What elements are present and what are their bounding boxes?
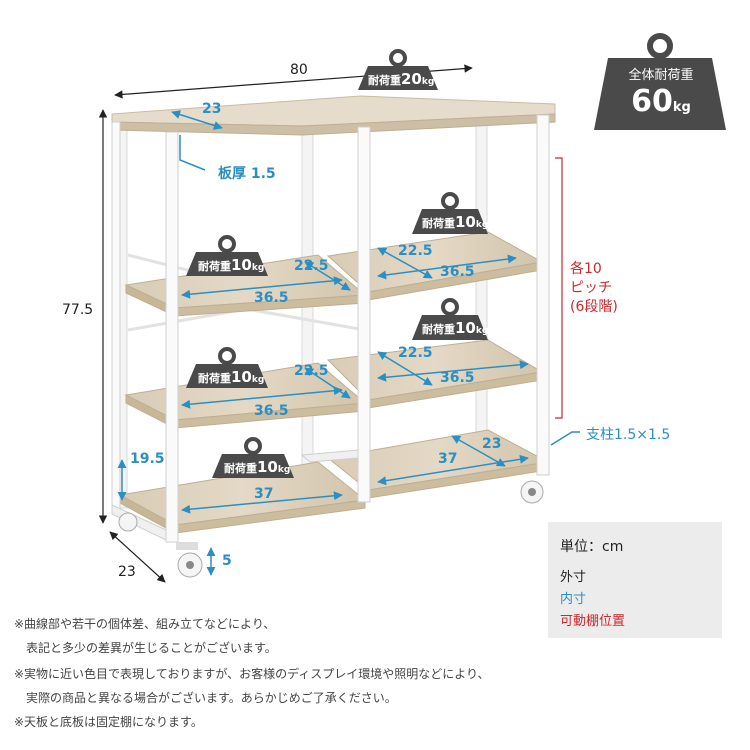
weight-icon: [412, 192, 488, 234]
width-label: 80: [290, 62, 308, 78]
total-load-value: 60kg: [631, 84, 691, 119]
pitch-label: 各10 ピッチ (6段階): [570, 261, 618, 315]
left-shelf1-load-label: 耐荷重10kg: [198, 256, 265, 274]
top-board: [111, 95, 556, 136]
top-depth-label: 23: [202, 101, 222, 117]
left-shelf1-width: 36.5: [254, 290, 289, 306]
legend-box: 単位：cm 外寸 内寸 可動棚位置: [548, 522, 722, 638]
top-load-label: 耐荷重20kg: [368, 70, 435, 88]
left-shelves: [118, 254, 367, 534]
board-thickness-label: 板厚 1.5: [218, 166, 276, 182]
caster-height-label: 5: [222, 553, 232, 569]
right-shelf1-load-label: 耐荷重10kg: [422, 213, 489, 231]
note-line-5: ※天板と底板は固定棚になります。: [14, 715, 203, 729]
total-load-badge: 全体耐荷重 60kg: [598, 44, 724, 134]
note-line-1: ※曲線部や若干の個体差、組み立てなどにより、: [14, 617, 276, 631]
right-shelf2-depth: 22.5: [398, 345, 433, 361]
left-shelf2-load-label: 耐荷重10kg: [198, 368, 265, 386]
left-shelf2-width: 36.5: [254, 403, 289, 419]
legend-movable: 可動棚位置: [560, 614, 626, 629]
legend-outer: 外寸: [560, 570, 587, 585]
weight-icon: [358, 49, 438, 90]
right-shelf2-width: 36.5: [440, 370, 475, 386]
right-shelf2-load-label: 耐荷重10kg: [422, 319, 489, 337]
post-size-label: 支柱1.5×1.5: [586, 427, 671, 443]
movable-range-bracket: [555, 157, 563, 419]
right-shelf1-depth: 22.5: [398, 243, 433, 259]
right-bottom-width: 37: [438, 451, 458, 467]
weight-icon: [186, 235, 268, 276]
height-label: 77.5: [62, 302, 94, 318]
note-line-2: 表記と多少の差異が生じることがございます。: [14, 641, 277, 655]
casters: [118, 480, 544, 578]
note-line-4: 実際の商品と異なる場合がございます。あらかじめご了承ください。: [14, 691, 397, 705]
legend-inner: 内寸: [560, 592, 587, 607]
bottom-height-label: 19.5: [130, 451, 165, 467]
note-line-3: ※実物に近い色目で表現しておりますが、お客様のディスプレイ環境や照明などにより、: [14, 667, 490, 681]
left-shelf2-depth: 22.5: [294, 363, 329, 379]
bottom-load-label: 耐荷重10kg: [224, 458, 291, 476]
weight-icon: [212, 437, 294, 478]
legend-title: 単位：cm: [560, 539, 624, 555]
left-shelf1-depth: 22.5: [294, 258, 329, 274]
weight-icon: [412, 298, 488, 340]
right-bottom-depth: 23: [482, 436, 502, 452]
right-shelf1-width: 36.5: [440, 264, 475, 280]
total-load-title: 全体耐荷重: [628, 68, 694, 83]
depth-label: 23: [118, 564, 136, 580]
inner-dimensions: [117, 110, 580, 576]
total-load-weight-icon: [594, 33, 726, 130]
weight-icon: [186, 347, 268, 388]
left-bottom-width: 37: [254, 486, 274, 502]
